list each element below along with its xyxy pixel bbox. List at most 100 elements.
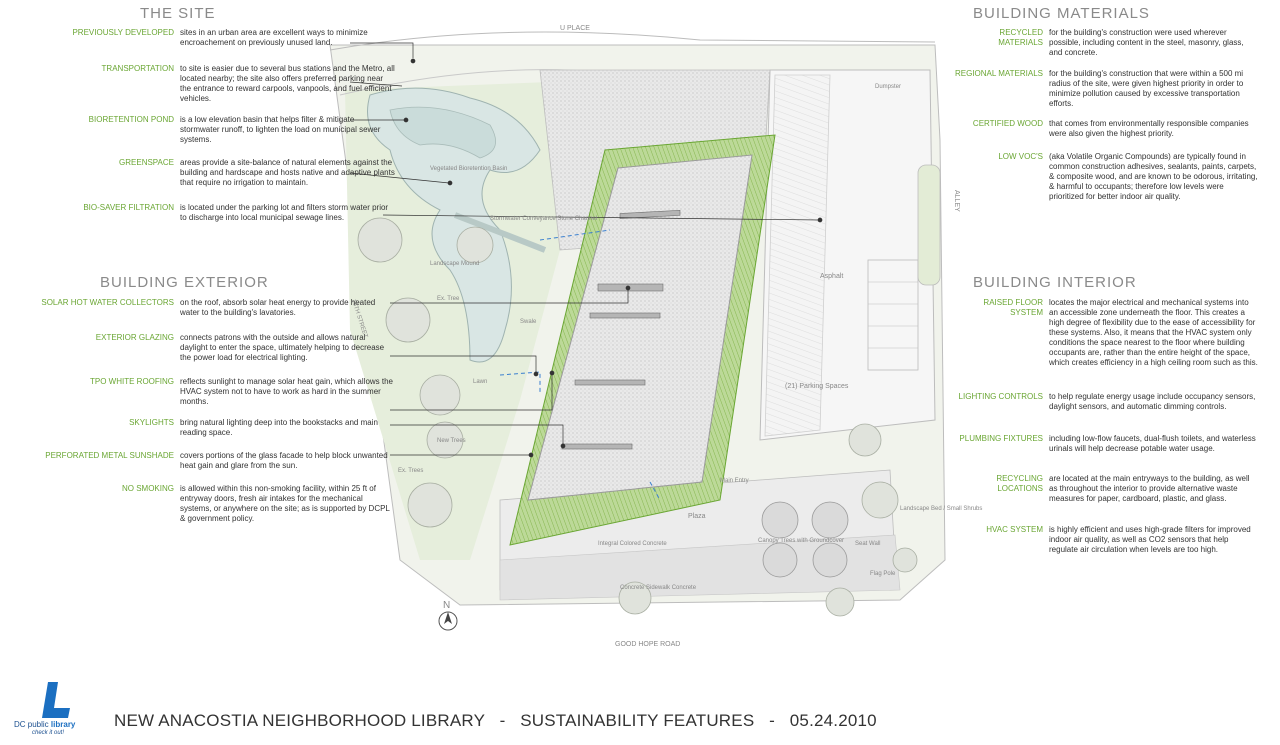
logo-text: DC public library	[14, 720, 75, 729]
street-bottom-label: GOOD HOPE ROAD	[615, 641, 680, 648]
new-trees-label: New Trees	[437, 438, 466, 444]
interior-section-title: BUILDING INTERIOR	[973, 274, 1137, 291]
main-entry-label: Main Entry	[720, 478, 749, 484]
flag-pole-label: Flag Pole	[870, 571, 896, 577]
item-text: areas provide a site-balance of natural …	[180, 158, 395, 187]
item-text: to site is easier due to several bus sta…	[180, 64, 395, 103]
bioretention-pond	[367, 87, 541, 363]
item-text: sites in an urban area are excellent way…	[180, 28, 368, 47]
item-label: TPO WHITE ROOFING	[90, 377, 174, 386]
item-text: are located at the main entryways to the…	[1049, 474, 1250, 503]
materials-item-recycled: RECYCLED MATERIALS for the building's co…	[953, 28, 1259, 58]
mound-label: Landscape Mound	[430, 261, 479, 267]
parking-stalls	[867, 259, 919, 371]
leader-lines	[349, 42, 823, 458]
logo-text-b: library	[50, 720, 76, 729]
item-label: RECYCLING LOCATIONS	[996, 474, 1043, 493]
logo-text-a: DC public	[14, 720, 49, 729]
site-section-title: THE SITE	[140, 5, 216, 22]
site-item-bio-saver: BIO-SAVER FILTRATION is located under th…	[4, 203, 395, 223]
materials-section-title: BUILDING MATERIALS	[973, 5, 1150, 22]
item-text: reflects sunlight to manage solar heat g…	[180, 377, 394, 406]
canopy-trees	[761, 501, 849, 578]
ex-tree-label: Ex. Tree	[437, 296, 460, 302]
interior-item-lighting: LIGHTING CONTROLS to help regulate energ…	[953, 392, 1259, 412]
north-label: N	[443, 600, 450, 611]
materials-item-certified-wood: CERTIFIED WOOD that comes from environme…	[953, 119, 1259, 139]
interior-item-raised-floor: RAISED FLOOR SYSTEM locates the major el…	[953, 298, 1259, 368]
building-roof	[527, 154, 753, 501]
bioretention-label: Vegetated Bioretention Basin	[430, 166, 507, 172]
exterior-item-skylights: SKYLIGHTS bring natural lighting deep in…	[4, 418, 395, 438]
materials-item-regional: REGIONAL MATERIALS for the building's co…	[953, 69, 1259, 109]
item-label: RECYCLED MATERIALS	[998, 28, 1043, 47]
canopy-label: Canopy Trees with Groundcover	[758, 538, 844, 544]
item-text: (aka Volatile Organic Compounds) are typ…	[1049, 152, 1258, 201]
north-arrow-icon	[438, 611, 458, 631]
item-label: LIGHTING CONTROLS	[958, 392, 1043, 401]
item-text: on the roof, absorb solar heat energy to…	[180, 298, 376, 317]
item-label: TRANSPORTATION	[101, 64, 174, 73]
trees	[357, 217, 918, 617]
site-item-greenspace: GREENSPACE areas provide a site-balance …	[4, 158, 395, 188]
swale-label: Swale	[520, 319, 537, 325]
item-label: BIORETENTION POND	[88, 115, 174, 124]
footer-title: NEW ANACOSTIA NEIGHBORHOOD LIBRARY - SUS…	[114, 711, 877, 730]
landscape-strip	[917, 164, 941, 286]
street-top	[329, 31, 936, 51]
item-text: is allowed within this non-smoking facil…	[180, 484, 390, 523]
item-label: SKYLIGHTS	[129, 418, 174, 427]
landscape-bed-label: Landscape Bed / Small Shrubs	[900, 506, 982, 512]
item-label: GREENSPACE	[119, 158, 174, 167]
interior-item-plumbing: PLUMBING FIXTURES including low-flow fau…	[953, 434, 1259, 454]
library-l-icon	[42, 682, 70, 718]
exterior-item-sunshade: PERFORATED METAL SUNSHADE covers portion…	[4, 451, 395, 471]
lawn-label: Lawn	[473, 379, 487, 385]
exterior-item-solar: SOLAR HOT WATER COLLECTORS on the roof, …	[4, 298, 395, 318]
item-text: is located under the parking lot and fil…	[180, 203, 389, 222]
item-label: EXTERIOR GLAZING	[95, 333, 174, 342]
item-text: for the building's construction were use…	[1049, 28, 1244, 57]
item-text: is highly efficient and uses high-grade …	[1049, 525, 1251, 554]
item-label: SOLAR HOT WATER COLLECTORS	[41, 298, 174, 307]
item-text: to help regulate energy usage include oc…	[1049, 392, 1256, 411]
item-label: PERFORATED METAL SUNSHADE	[45, 451, 174, 460]
site-item-bioretention: BIORETENTION POND is a low elevation bas…	[4, 115, 395, 145]
item-text: connects patrons with the outside and al…	[180, 333, 385, 362]
interior-item-hvac: HVAC SYSTEM is highly efficient and uses…	[953, 525, 1259, 555]
dc-public-library-logo: DC public library check it out!	[14, 682, 94, 740]
item-text: bring natural lighting deep into the boo…	[180, 418, 378, 437]
plaza-label: Plaza	[688, 513, 706, 520]
item-text: is a low elevation basin that helps filt…	[180, 115, 381, 144]
logo-tagline: check it out!	[32, 730, 65, 736]
site-item-transportation: TRANSPORTATION to site is easier due to …	[4, 64, 395, 104]
exterior-item-glazing: EXTERIOR GLAZING connects patrons with t…	[4, 333, 395, 363]
seat-wall-label: Seat Wall	[855, 541, 880, 547]
integral-label: Integral Colored Concrete	[598, 541, 667, 547]
exterior-item-no-smoking: NO SMOKING is allowed within this non-sm…	[4, 484, 395, 524]
parking-label: (21) Parking Spaces	[785, 383, 849, 390]
alley-label: ALLEY	[953, 190, 960, 212]
item-label: PREVIOUSLY DEVELOPED	[72, 28, 174, 37]
materials-item-low-voc: LOW VOC's (aka Volatile Organic Compound…	[953, 152, 1259, 202]
item-label: CERTIFIED WOOD	[972, 119, 1043, 128]
ex-trees-label: Ex. Trees	[398, 468, 423, 474]
site-item-previously-developed: PREVIOUSLY DEVELOPED sites in an urban a…	[4, 28, 395, 48]
item-text: locates the major electrical and mechani…	[1049, 298, 1258, 367]
item-text: including low-flow faucets, dual-flush t…	[1049, 434, 1256, 453]
stone-channel	[453, 212, 547, 253]
asphalt-label: Asphalt	[820, 273, 843, 280]
interior-item-recycling: RECYCLING LOCATIONS are located at the m…	[953, 474, 1259, 504]
item-label: RAISED FLOOR SYSTEM	[983, 298, 1043, 317]
item-text: that comes from environmentally responsi…	[1049, 119, 1249, 138]
item-label: PLUMBING FIXTURES	[959, 434, 1043, 443]
item-text: covers portions of the glass facade to h…	[180, 451, 388, 470]
item-text: for the building's construction that wer…	[1049, 69, 1244, 108]
channel-label: Stormwater Conveyance Stone Channel	[490, 216, 597, 222]
exterior-section-title: BUILDING EXTERIOR	[100, 274, 269, 291]
item-label: BIO-SAVER FILTRATION	[83, 203, 174, 212]
exterior-item-tpo: TPO WHITE ROOFING reflects sunlight to m…	[4, 377, 395, 407]
street-top-label: U PLACE	[560, 25, 590, 32]
item-label: NO SMOKING	[121, 484, 174, 493]
